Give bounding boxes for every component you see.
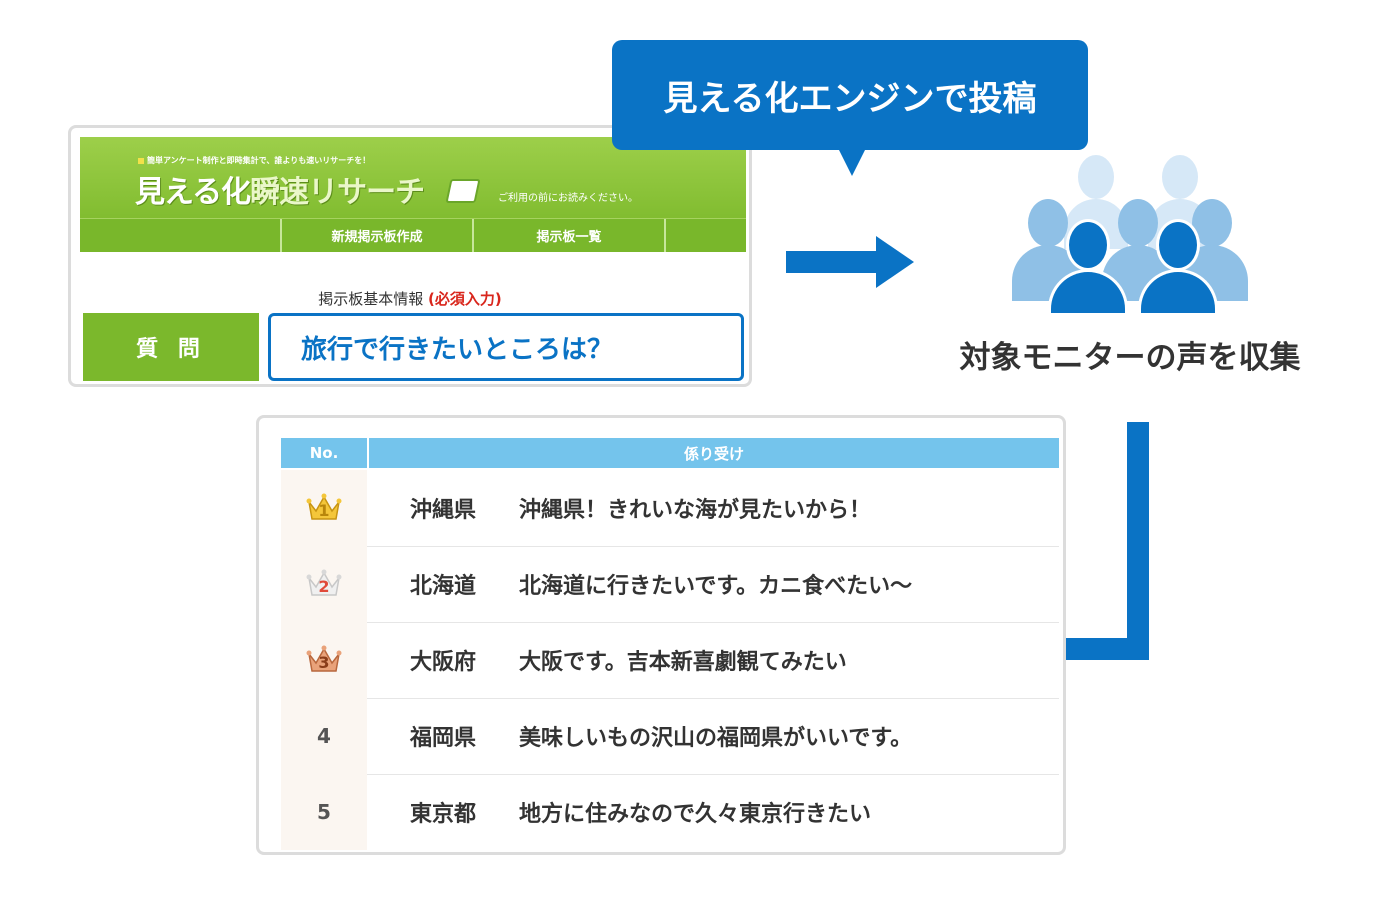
nav-new-board[interactable]: 新規掲示板作成 [282, 219, 474, 252]
board-logo-main: 見える化 [135, 175, 251, 210]
callout-tail [838, 148, 866, 176]
comment-cell: 沖縄県！きれいな海が見たいから！ [519, 498, 872, 523]
comment-cell: 地方に住みなので久々東京行きたい [519, 802, 872, 827]
prefecture-cell: 北海道 [409, 574, 476, 599]
board-screenshot: 簡単アンケート制作と即時集計で、誰よりも速いリサーチを！ 見える化瞬速リサーチ … [68, 125, 752, 387]
prefecture-cell: 東京都 [409, 802, 476, 827]
memo-icon [445, 179, 481, 203]
rank-number: 5 [281, 774, 367, 850]
board-tagline: 簡単アンケート制作と即時集計で、誰よりも速いリサーチを！ [138, 155, 370, 166]
board-logo: 見える化瞬速リサーチ [135, 167, 425, 211]
table-row: 4 福岡県 美味しいもの沢山の福岡県がいいです。 [281, 698, 1059, 775]
people-group-icon [1008, 155, 1248, 315]
rank-cell: 2 [281, 546, 367, 622]
rank-number: 4 [281, 698, 367, 774]
table-row: 2 北海道 北海道に行きたいです。カニ食べたい〜 [281, 546, 1059, 623]
post-callout: 見える化エンジンで投稿 [612, 40, 1088, 150]
board-notice-link[interactable]: ご利用の前にお読みください。 [498, 193, 638, 204]
gold-crown-icon: 1 [306, 493, 342, 523]
board-nav: 新規掲示板作成 掲示板一覧 [80, 218, 746, 252]
required-mark: (必須入力) [428, 290, 502, 308]
header-dependency: 係り受け [683, 444, 744, 463]
bronze-crown-icon: 3 [306, 645, 342, 675]
board-header: 簡単アンケート制作と即時集計で、誰よりも速いリサーチを！ 見える化瞬速リサーチ … [80, 137, 746, 225]
header-no: No. [281, 438, 369, 468]
board-logo-accent: 瞬速リサーチ [250, 175, 425, 210]
comment-cell: 北海道に行きたいです。カニ食べたい〜 [519, 574, 913, 599]
silver-crown-icon: 2 [306, 569, 342, 599]
table-row: 5 東京都 地方に住みなので久々東京行きたい [281, 774, 1059, 850]
prefecture-cell: 福岡県 [409, 726, 476, 751]
rank-cell: 3 [281, 622, 367, 698]
rank-number: 2 [318, 577, 330, 596]
rank-number: 3 [318, 653, 330, 672]
table-header: No. 係り受け [281, 438, 1059, 468]
board-info-label: 掲示板基本情報 [318, 290, 424, 308]
prefecture-cell: 沖縄県 [409, 498, 476, 523]
table-row: 3 大阪府 大阪です。吉本新喜劇観てみたい [281, 622, 1059, 699]
people-caption: 対象モニターの声を収集 [959, 340, 1301, 376]
question-input[interactable]: 旅行で行きたいところは？ [268, 313, 744, 381]
prefecture-cell: 大阪府 [409, 650, 476, 675]
rank-cell: 1 [281, 470, 367, 546]
comment-cell: 美味しいもの沢山の福岡県がいいです。 [519, 726, 913, 751]
arrow-right-icon [786, 251, 878, 273]
question-label: 質 問 [83, 313, 259, 381]
arrow-elbow-icon [1127, 422, 1149, 660]
table-row: 1 沖縄県 沖縄県！きれいな海が見たいから！ [281, 470, 1059, 547]
nav-board-list[interactable]: 掲示板一覧 [474, 219, 666, 252]
results-table: No. 係り受け 1 沖縄県 沖縄県！きれいな海が見たいから！ 2 北海道 北海… [256, 415, 1066, 855]
rank-number: 1 [318, 501, 330, 520]
arrow-right-head [876, 236, 914, 288]
comment-cell: 大阪です。吉本新喜劇観てみたい [519, 650, 847, 675]
board-info-title: 掲示板基本情報 (必須入力) [71, 288, 749, 309]
